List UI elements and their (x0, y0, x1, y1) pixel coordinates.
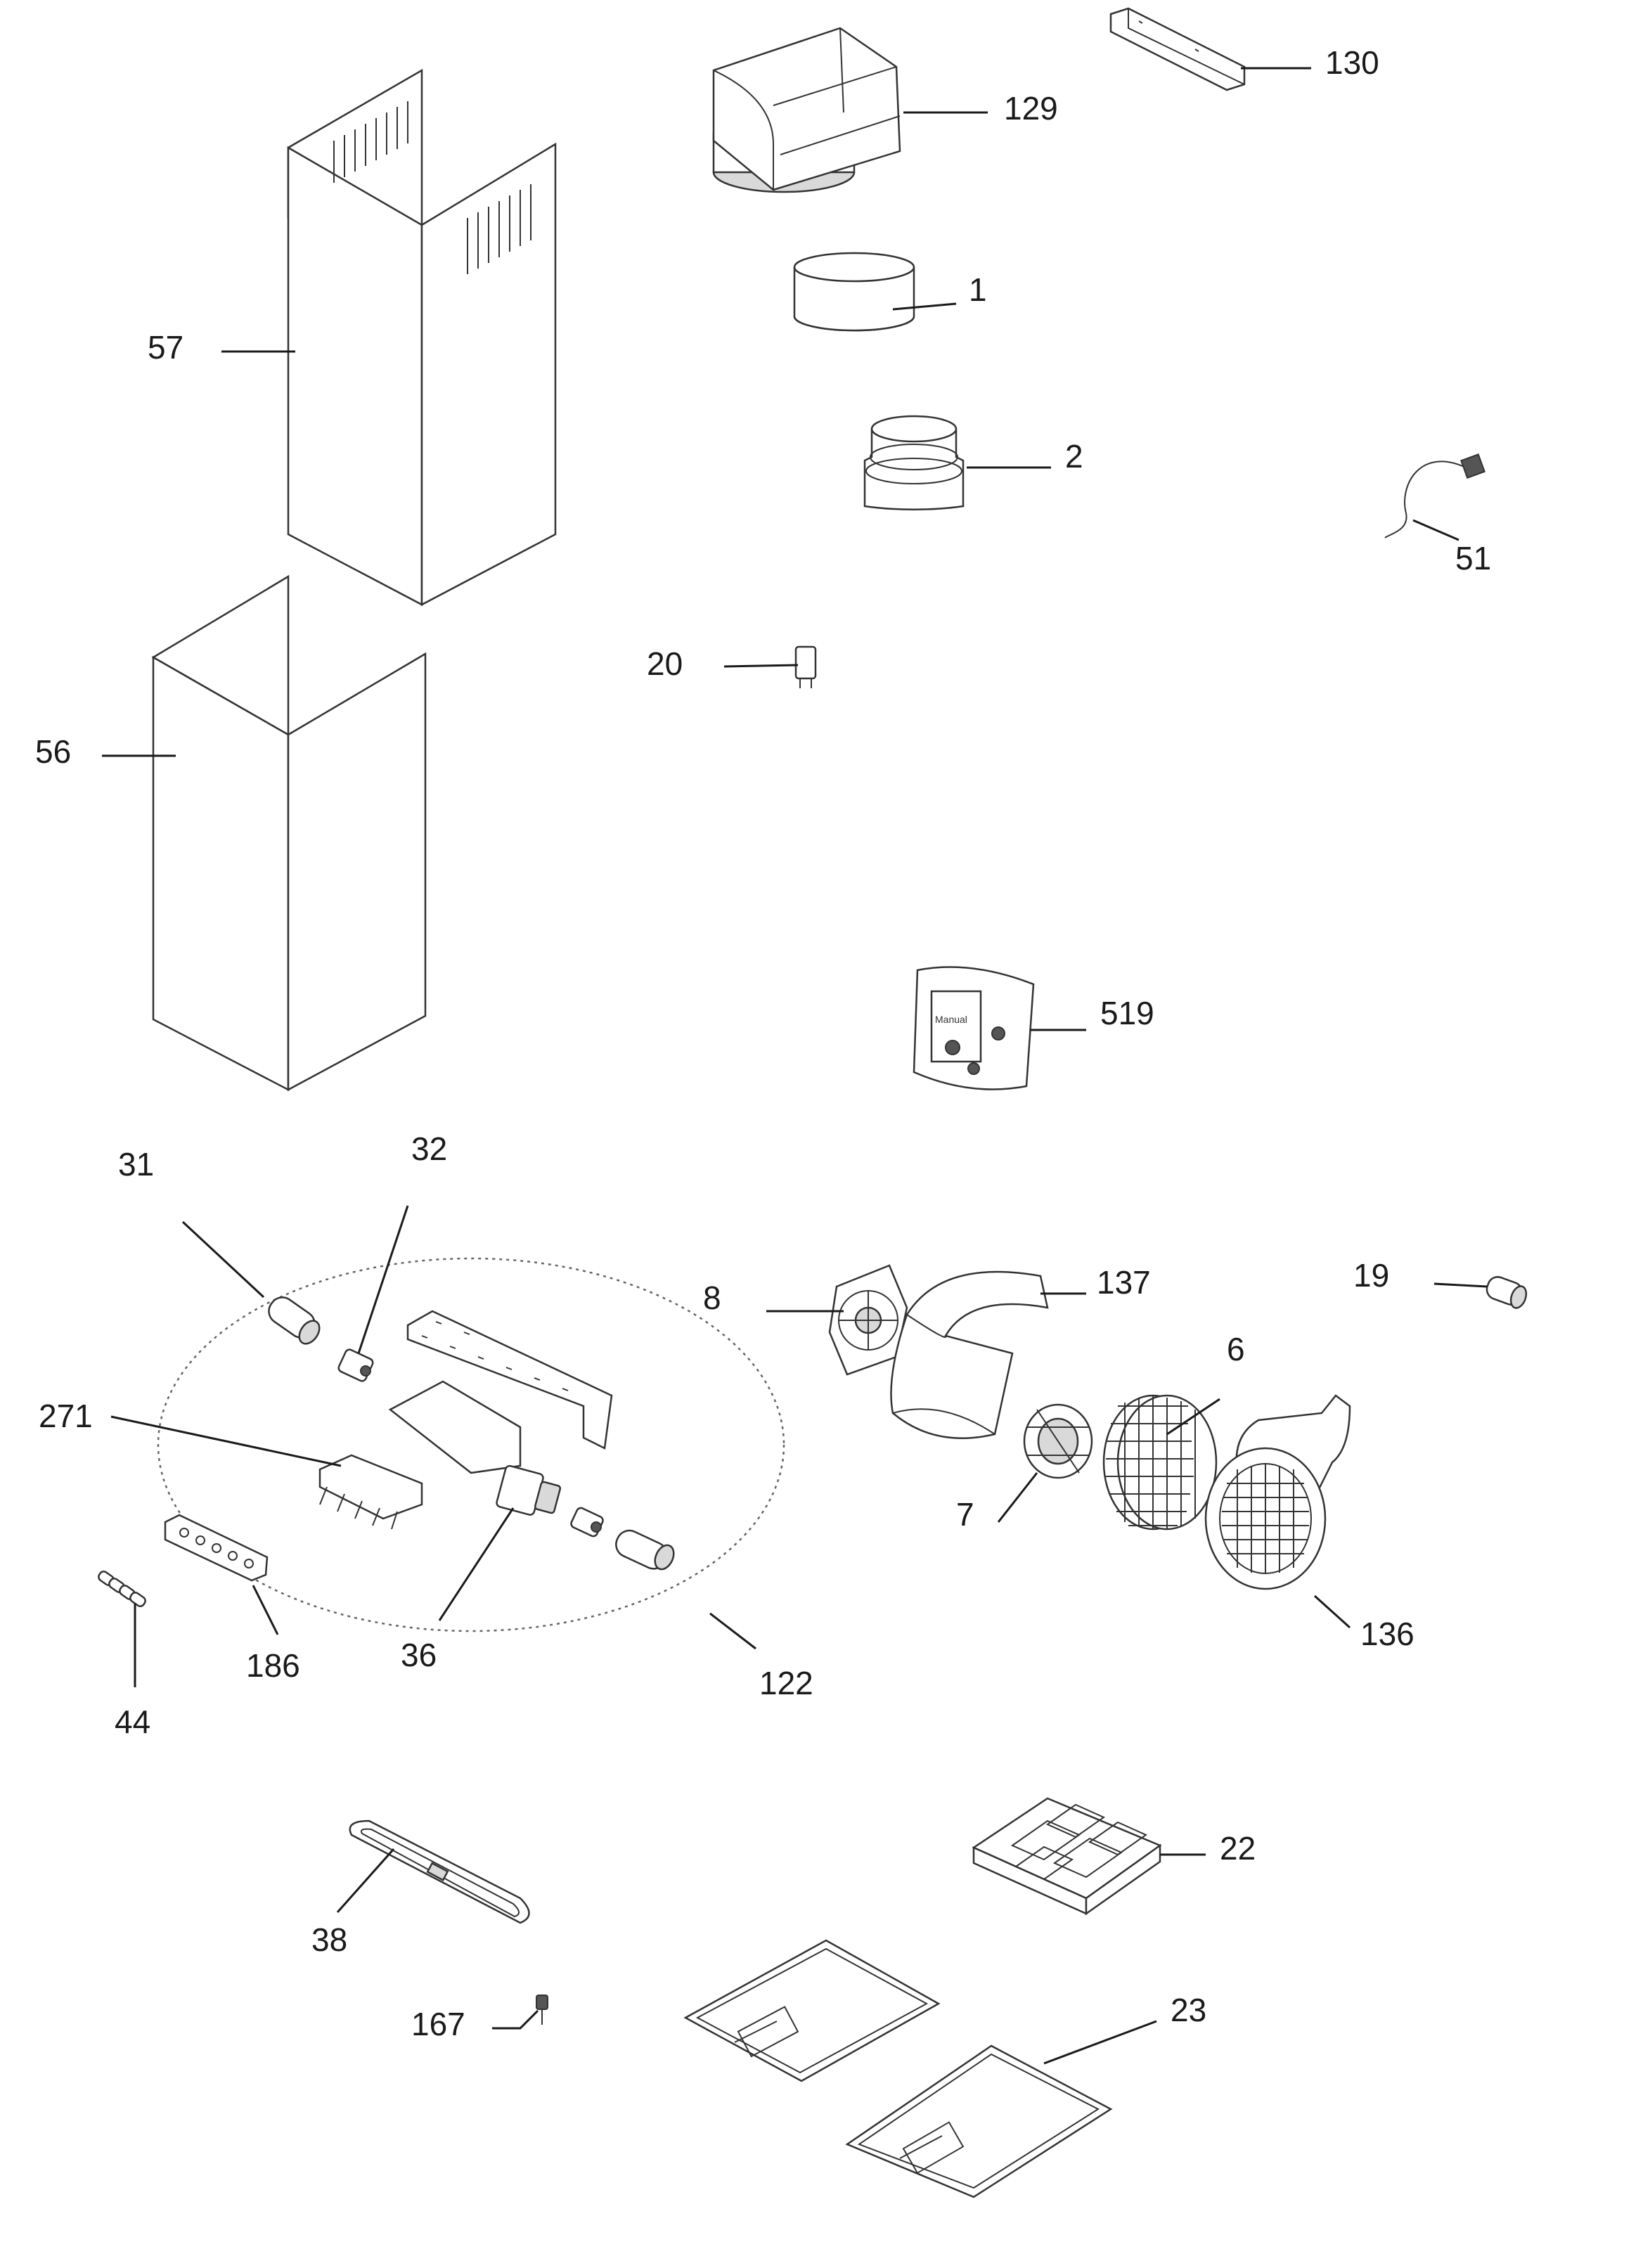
leader-23 (1043, 2020, 1157, 2065)
leader-136 (1313, 1594, 1351, 1629)
leader-271 (110, 1415, 342, 1467)
label-23: 23 (1171, 1992, 1206, 2028)
part-519-accessory-bag: Manual 519 (913, 966, 1154, 1090)
label-519: 519 (1100, 995, 1154, 1031)
part-186-button-strip: 186 (164, 1514, 300, 1684)
label-7: 7 (956, 1496, 974, 1533)
leader-1 (892, 302, 957, 311)
label-186: 186 (246, 1647, 300, 1684)
label-8: 8 (703, 1280, 721, 1316)
leader-19 (1433, 1282, 1488, 1288)
part-137-fan-housing-front: 137 (890, 1264, 1151, 1439)
label-2: 2 (1065, 438, 1083, 475)
electronics-chassis (388, 1310, 613, 1474)
leader-7 (997, 1472, 1038, 1523)
label-6: 6 (1227, 1331, 1245, 1367)
leader-31 (181, 1220, 265, 1299)
part-32-lamp-holder: 32 (337, 1130, 447, 1382)
label-129: 129 (1004, 90, 1058, 127)
label-137: 137 (1097, 1264, 1151, 1301)
lamp-holder-2 (570, 1507, 604, 1538)
part-19-capacitor: 19 (1353, 1257, 1528, 1309)
vent-slots-57b (467, 184, 531, 274)
label-22: 22 (1220, 1830, 1256, 1867)
leader-51 (1412, 519, 1459, 541)
label-56: 56 (35, 733, 71, 770)
part-167-screw: 167 (411, 1995, 548, 2042)
part-38-light-frame: 38 (311, 1819, 530, 1958)
label-32: 32 (411, 1130, 447, 1167)
part-130-bracket: 130 (1109, 7, 1379, 91)
bag-manual-text: Manual (935, 1014, 967, 1025)
label-130: 130 (1325, 44, 1379, 81)
label-122: 122 (759, 1665, 813, 1701)
part-31-lamp: 31 (118, 1146, 321, 1345)
label-44: 44 (115, 1703, 150, 1740)
part-129-duct-adapter: 129 (712, 27, 1058, 193)
label-271: 271 (39, 1398, 93, 1434)
label-20: 20 (647, 645, 683, 682)
leader-38 (336, 1848, 395, 1913)
leader-186 (252, 1585, 279, 1635)
part-51-power-cable: 51 (1384, 453, 1491, 576)
lamp-2 (615, 1529, 675, 1571)
label-57: 57 (148, 329, 183, 366)
part-57-upper-chimney: 57 (148, 68, 557, 607)
part-23-grease-filter-1 (683, 1939, 941, 2082)
part-8-motor-plate: 8 (703, 1264, 908, 1376)
leader-36 (438, 1507, 515, 1621)
part-56-lower-chimney: 56 (35, 574, 427, 1092)
part-136-fan-housing-grille: 136 (1204, 1394, 1414, 1652)
label-167: 167 (411, 2006, 465, 2042)
part-271-switch-board: 271 (39, 1398, 423, 1530)
part-23-grease-filter-2: 23 (845, 1992, 1206, 2198)
leader-6 (1166, 1398, 1220, 1436)
group-boundary-122 (157, 1257, 785, 1632)
part-44-push-buttons: 44 (98, 1571, 150, 1740)
label-36: 36 (401, 1637, 437, 1673)
label-19: 19 (1353, 1257, 1389, 1294)
part-2-duct-reducer: 2 (863, 415, 1083, 510)
part-7-motor: 7 (956, 1403, 1093, 1533)
label-31: 31 (118, 1146, 154, 1183)
label-136: 136 (1360, 1616, 1414, 1652)
label-1: 1 (969, 271, 987, 308)
part-20-connector: 20 (647, 645, 817, 688)
part-1-collar-ring: 1 (793, 252, 987, 332)
part-122-electronics-group: 122 31 32 271 (39, 1130, 813, 1701)
part-22-carbon-filter: 22 (972, 1797, 1256, 1916)
label-38: 38 (311, 1921, 347, 1958)
part-36-transformer: 36 (401, 1464, 562, 1673)
vent-slots-57a (333, 101, 408, 183)
label-51: 51 (1455, 540, 1491, 576)
part-6-impeller: 6 (1102, 1331, 1245, 1531)
leader-20 (723, 664, 799, 668)
leader-122 (709, 1612, 756, 1650)
leader-167 (492, 2009, 539, 2030)
leader-32 (357, 1205, 409, 1354)
